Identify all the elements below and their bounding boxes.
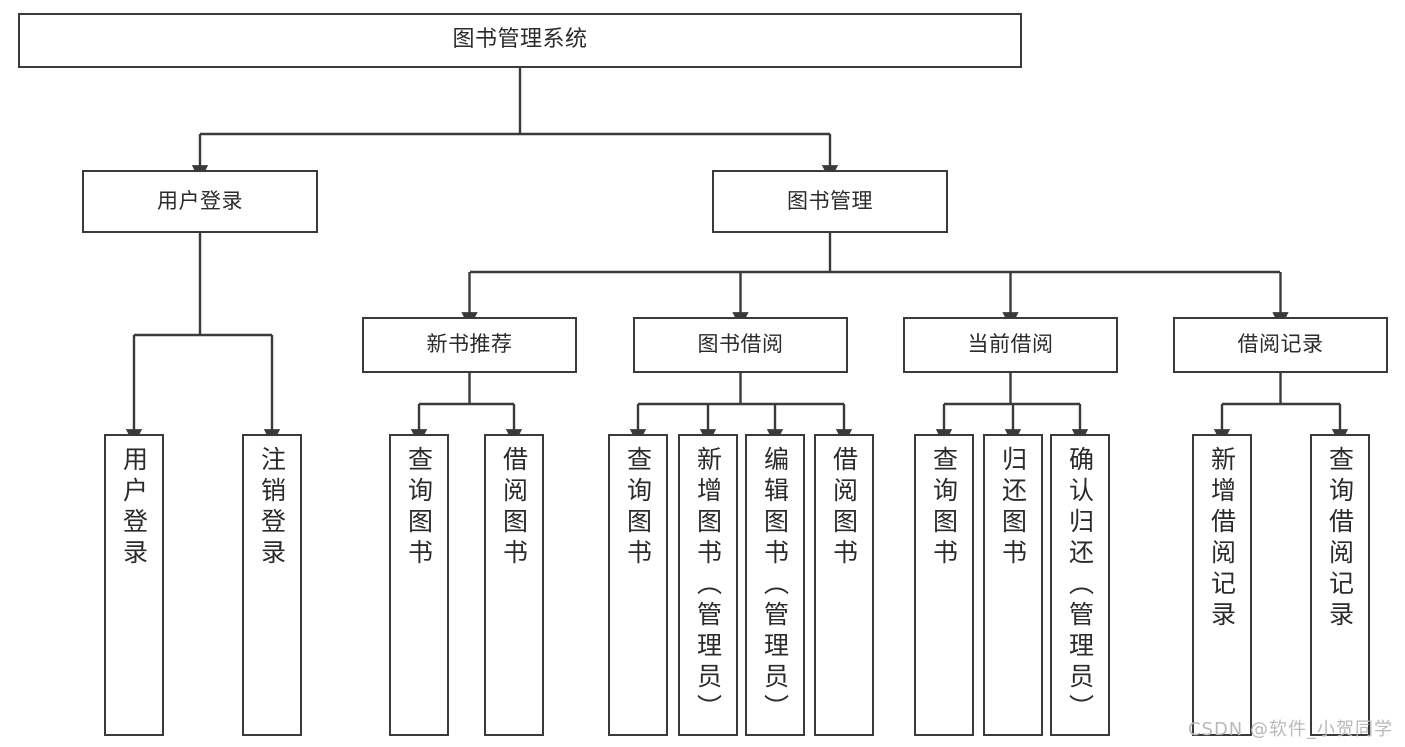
node-leaf-leaf-query-borrow-record-label: 查询借阅记录 xyxy=(1325,446,1355,632)
node-leaf-leaf-add-borrow-record-label: 新增借阅记录 xyxy=(1207,446,1237,632)
node-level3-book-borrow[interactable]: 图书借阅 xyxy=(633,317,848,373)
node-leaf-leaf-confirm-return-admin[interactable]: 确认归还（管理员） xyxy=(1050,434,1110,736)
node-root[interactable]: 图书管理系统 xyxy=(18,13,1022,68)
node-leaf-leaf-edit-book-admin[interactable]: 编辑图书（管理员） xyxy=(745,434,805,736)
node-leaf-leaf-add-book-admin[interactable]: 新增图书（管理员） xyxy=(678,434,738,736)
node-leaf-leaf-borrow-book-2[interactable]: 借阅图书 xyxy=(814,434,874,736)
node-leaf-leaf-query-book-1-label: 查询图书 xyxy=(404,446,434,570)
node-leaf-leaf-logout-login[interactable]: 注销登录 xyxy=(242,434,302,736)
node-leaf-leaf-add-book-admin-label: 新增图书（管理员） xyxy=(693,446,723,725)
node-leaf-leaf-borrow-book-1-label: 借阅图书 xyxy=(499,446,529,570)
node-level2-user-login-label: 用户登录 xyxy=(157,188,243,213)
node-level3-borrow-record-label: 借阅记录 xyxy=(1237,332,1324,357)
node-level3-current-borrow-label: 当前借阅 xyxy=(967,332,1054,357)
node-level2-book-manage[interactable]: 图书管理 xyxy=(712,170,948,233)
node-leaf-leaf-query-book-2[interactable]: 查询图书 xyxy=(608,434,668,736)
node-leaf-leaf-query-book-3[interactable]: 查询图书 xyxy=(914,434,974,736)
node-level3-new-book-recommend-label: 新书推荐 xyxy=(426,332,513,357)
node-leaf-leaf-return-book-label: 归还图书 xyxy=(998,446,1028,570)
node-leaf-leaf-query-book-2-label: 查询图书 xyxy=(623,446,653,570)
node-root-label: 图书管理系统 xyxy=(452,27,588,53)
node-leaf-leaf-return-book[interactable]: 归还图书 xyxy=(983,434,1043,736)
node-leaf-leaf-user-login-label: 用户登录 xyxy=(119,446,149,570)
node-level2-book-manage-label: 图书管理 xyxy=(787,188,873,213)
node-leaf-leaf-borrow-book-2-label: 借阅图书 xyxy=(829,446,859,570)
node-level3-book-borrow-label: 图书借阅 xyxy=(697,332,784,357)
watermark: CSDN @软件_小贺同学 xyxy=(1187,719,1393,740)
node-level3-current-borrow[interactable]: 当前借阅 xyxy=(903,317,1118,373)
node-level2-user-login[interactable]: 用户登录 xyxy=(82,170,318,233)
node-leaf-leaf-borrow-book-1[interactable]: 借阅图书 xyxy=(484,434,544,736)
node-leaf-leaf-edit-book-admin-label: 编辑图书（管理员） xyxy=(760,446,790,725)
node-leaf-leaf-logout-login-label: 注销登录 xyxy=(257,446,287,570)
node-level3-borrow-record[interactable]: 借阅记录 xyxy=(1173,317,1388,373)
node-level3-new-book-recommend[interactable]: 新书推荐 xyxy=(362,317,577,373)
node-leaf-leaf-confirm-return-admin-label: 确认归还（管理员） xyxy=(1065,446,1095,725)
node-leaf-leaf-query-book-3-label: 查询图书 xyxy=(929,446,959,570)
node-leaf-leaf-add-borrow-record[interactable]: 新增借阅记录 xyxy=(1192,434,1252,736)
node-leaf-leaf-query-book-1[interactable]: 查询图书 xyxy=(389,434,449,736)
node-leaf-leaf-user-login[interactable]: 用户登录 xyxy=(104,434,164,736)
node-leaf-leaf-query-borrow-record[interactable]: 查询借阅记录 xyxy=(1310,434,1370,736)
